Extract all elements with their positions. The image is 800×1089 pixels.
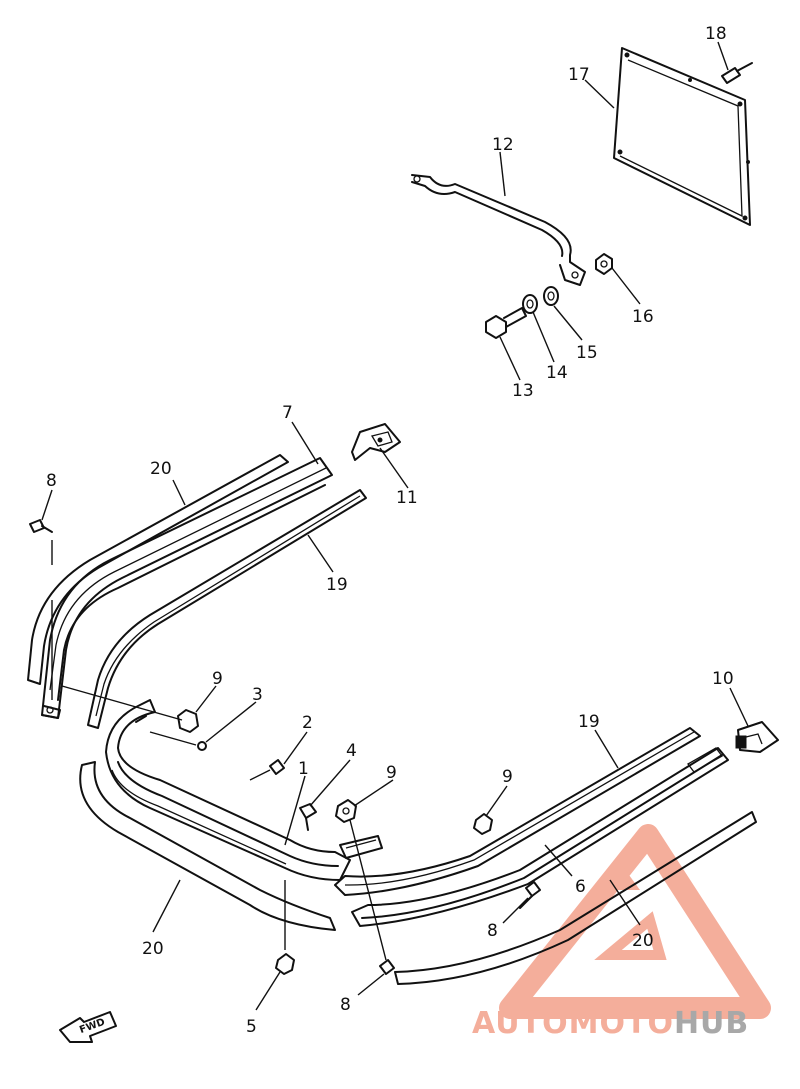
center-joint-bracket — [339, 835, 383, 859]
callout-20-upper: 20 — [150, 459, 172, 479]
part-2-screw — [249, 759, 285, 781]
callout-3: 3 — [252, 685, 263, 705]
part-15-washer — [543, 286, 559, 306]
callout-labels: 18 17 12 16 15 14 13 7 11 20 8 19 9 3 2 … — [46, 24, 734, 1037]
part-19-right-rail — [334, 727, 701, 896]
callout-6: 6 — [575, 877, 586, 897]
part-17-cover-plate — [613, 47, 751, 226]
callout-2: 2 — [302, 713, 313, 733]
callout-9-upper: 9 — [212, 669, 223, 689]
callout-5: 5 — [246, 1017, 257, 1037]
callout-18: 18 — [705, 24, 727, 44]
callout-8-center: 8 — [340, 995, 351, 1015]
callout-16: 16 — [632, 307, 654, 327]
callout-13: 13 — [512, 381, 534, 401]
part-9-nut-center — [335, 799, 357, 823]
part-18-screw — [721, 62, 753, 84]
part-3-grommet — [149, 731, 207, 751]
fwd-arrow-icon: FWD — [59, 1011, 117, 1043]
part-7-upper-rail — [41, 457, 333, 719]
callout-11: 11 — [396, 488, 418, 508]
callout-8-upper: 8 — [46, 471, 57, 491]
callout-17: 17 — [568, 65, 590, 85]
part-14-washer — [522, 294, 538, 314]
callout-10: 10 — [712, 669, 734, 689]
part-11-bracket — [351, 423, 401, 461]
part-8-center-screw — [349, 819, 395, 975]
callout-19-right: 19 — [578, 712, 600, 732]
leader-lines — [41, 41, 749, 1011]
logo-auto: AUTO — [472, 1006, 569, 1041]
part-20-lower-trim-strip — [79, 761, 336, 931]
part-13-bolt — [485, 307, 527, 339]
part-20-right-trim-strip — [394, 811, 757, 985]
part-10-end-bracket — [735, 721, 779, 753]
part-6-right-rail — [351, 747, 729, 927]
callout-19-upper: 19 — [326, 575, 348, 595]
part-20-upper-trim-strip — [27, 454, 289, 685]
svg-text:AUTOMOTOHUB: AUTOMOTOHUB — [472, 1006, 749, 1041]
part-9-nut-upper — [61, 685, 199, 733]
callout-9-center: 9 — [386, 763, 397, 783]
callout-8-right: 8 — [487, 921, 498, 941]
callout-20-right: 20 — [632, 931, 654, 951]
part-16-nut — [595, 253, 613, 275]
part-8-upper-screw — [29, 519, 53, 700]
part-9-nut-right — [473, 813, 493, 835]
callout-1: 1 — [298, 759, 309, 779]
part-12-bracket-rod — [411, 174, 586, 286]
callout-9-right: 9 — [502, 767, 513, 787]
part-4-bolt — [299, 803, 317, 831]
logo-hub: HUB — [674, 1006, 749, 1041]
part-5-nut — [275, 880, 295, 975]
part-1-bumper-frame — [105, 699, 351, 881]
callout-14: 14 — [546, 363, 568, 383]
callout-15: 15 — [576, 343, 598, 363]
callout-20-lower: 20 — [142, 939, 164, 959]
callout-12: 12 — [492, 135, 514, 155]
part-8-right-screw — [519, 881, 541, 909]
callout-7: 7 — [282, 403, 293, 423]
callout-4: 4 — [346, 741, 357, 761]
part-19-upper-rail — [87, 489, 367, 729]
logo-moto: MOTO — [569, 1006, 674, 1041]
watermark-logo: AUTOMOTOHUB — [472, 824, 771, 1041]
